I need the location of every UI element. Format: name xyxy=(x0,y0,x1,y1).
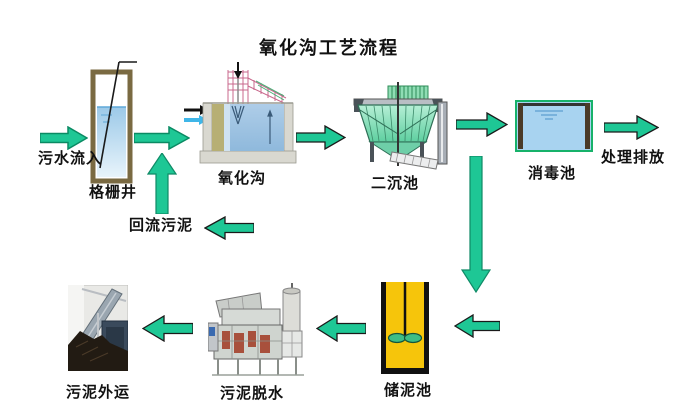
sludge-hauling-graphic xyxy=(68,285,128,371)
label-secondary-clarifier: 二沉池 xyxy=(371,175,420,192)
arrow-return-sludge-up-icon xyxy=(147,153,177,214)
oxidation-ditch-graphic xyxy=(199,62,297,164)
secondary-clarifier-graphic xyxy=(353,82,448,170)
label-grid-well: 格栅井 xyxy=(89,184,138,201)
arrow-discharge-icon xyxy=(604,115,659,140)
disinfection-tank-graphic xyxy=(515,100,593,152)
label-discharge: 处理排放 xyxy=(601,149,666,166)
label-sludge-hauling: 污泥外运 xyxy=(66,384,131,401)
arrow-dewatering-to-hauling-icon xyxy=(142,315,193,342)
diagram-title: 氧化沟工艺流程 xyxy=(259,38,399,58)
arrow-inflow-icon xyxy=(40,126,88,150)
label-sludge-storage: 储泥池 xyxy=(384,382,433,399)
sludge-storage-graphic xyxy=(381,282,429,374)
label-oxidation-ditch: 氧化沟 xyxy=(218,170,267,187)
arrow-ditch-to-clarifier-icon xyxy=(296,125,346,150)
arrow-storage-to-dewatering-icon xyxy=(316,315,366,342)
label-disinfection-tank: 消毒池 xyxy=(528,165,577,182)
sludge-dewatering-graphic xyxy=(208,283,304,376)
label-inflow: 污水流入 xyxy=(38,150,103,167)
arrow-gridwell-to-ditch-icon xyxy=(134,126,190,150)
grid-well-graphic xyxy=(90,61,137,184)
label-sludge-dewatering: 污泥脱水 xyxy=(220,385,285,402)
arrow-return-sludge-left-icon xyxy=(204,216,254,240)
arrow-down-to-sludge-icon xyxy=(461,156,491,293)
label-return-sludge: 回流污泥 xyxy=(129,217,194,234)
arrow-clarifier-to-disinfection-icon xyxy=(456,112,508,137)
arrow-to-storage-icon xyxy=(454,314,500,338)
